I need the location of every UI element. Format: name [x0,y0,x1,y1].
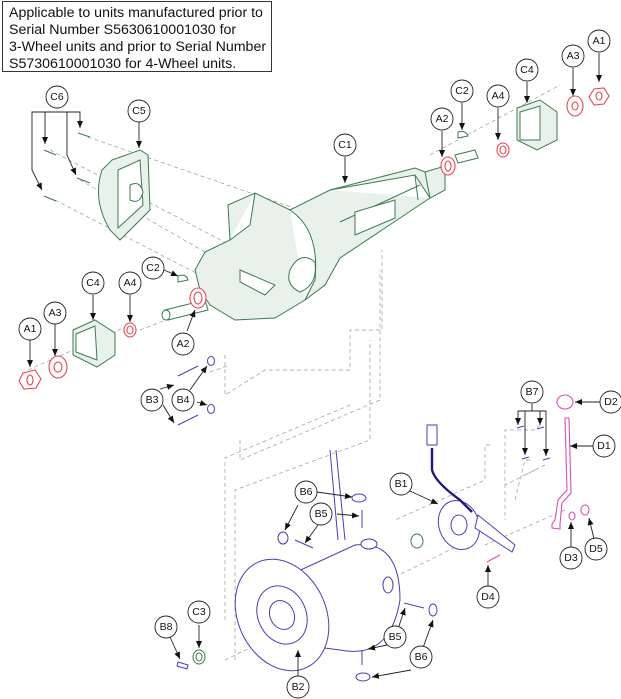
callout-a3-right: A3 [561,44,585,68]
callout-label: A1 [24,323,37,335]
applicability-note: Applicable to units manufactured prior t… [2,1,272,72]
callout-b5-top: B5 [309,502,333,526]
callout-b6-bottom: B6 [409,645,433,669]
callout-label: A2 [177,338,190,350]
part-d2-knob [556,394,574,410]
callout-b8: B8 [154,615,178,639]
part-b7-screws [516,425,551,461]
callout-c4-right: C4 [515,58,539,82]
callout-label: B2 [292,681,305,693]
callout-c3: C3 [187,600,211,624]
callout-label: C5 [132,105,146,117]
callout-a1-left: A1 [18,317,42,341]
part-a3-right-washer [566,95,584,117]
part-c4-left-hub [72,319,116,368]
callout-label: B3 [146,394,159,406]
callout-label: C2 [455,85,469,97]
callout-label: A3 [567,50,580,62]
part-c5-cover [97,149,151,241]
part-a4-right-retaining-ring [496,142,510,158]
callout-label: B7 [526,386,539,398]
callout-a4-right: A4 [486,84,510,108]
callout-b3: B3 [140,388,164,412]
callout-c1: C1 [333,133,357,157]
callout-label: B8 [160,621,173,633]
callout-d1: D1 [592,434,616,458]
callout-b4: B4 [171,388,195,412]
callout-label: A4 [124,277,137,289]
callout-label: C1 [338,139,352,151]
part-right-axle-shaft [440,131,479,176]
callout-a2-right: A2 [430,107,454,131]
callout-label: D1 [597,440,611,452]
note-line: Applicable to units manufactured prior t… [9,5,263,21]
part-a1-left-nut [18,369,42,390]
callout-label: D3 [564,552,578,564]
part-c1-transaxle-housing [194,165,446,321]
callout-label: D2 [604,396,618,408]
callout-label: A1 [593,35,606,47]
part-d5-nut [580,504,590,516]
part-b1-brake [426,424,516,553]
callout-b1: B1 [389,472,413,496]
callout-d3: D3 [559,546,583,570]
part-c3-coupling [192,533,424,665]
note-line: Serial Number S5630610001030 for [9,22,237,38]
part-c6-screws [43,132,91,202]
part-d1-release-lever [551,417,572,530]
callout-c6: C6 [45,85,69,109]
leader-lines [27,53,602,679]
callout-label: B6 [415,651,428,663]
callout-c2-left: C2 [141,256,165,280]
callout-label: C4 [520,64,534,76]
callout-c4-left: C4 [81,271,105,295]
callout-label: C6 [50,91,64,103]
part-b3-screws [177,365,199,426]
part-b2-motor [234,449,401,672]
part-b5-b6-top-hardware [277,493,367,549]
callout-label: B5 [389,631,402,643]
callout-a1-right: A1 [587,29,611,53]
callout-b5-bottom: B5 [383,625,407,649]
callout-label: D5 [589,543,603,555]
callout-label: B1 [395,478,408,490]
callout-label: C3 [192,606,206,618]
part-d4-screw [486,554,501,563]
callout-d4: D4 [476,585,500,609]
part-b4-washers [207,356,215,414]
callout-label: B6 [300,486,313,498]
part-c4-right-hub [516,99,558,151]
part-b8-key [176,661,189,670]
callout-label: D4 [481,591,495,603]
part-d3-washer [568,511,576,521]
callout-a2-left: A2 [171,332,195,356]
callout-a3-left: A3 [43,301,67,325]
callout-label: A2 [436,113,449,125]
callout-label: A3 [49,307,62,319]
callout-c2-right: C2 [450,79,474,103]
callout-label: B5 [315,508,328,520]
callout-b7: B7 [520,380,544,404]
callout-b6-top: B6 [294,480,318,504]
part-b5-b6-bottom-hardware [355,602,438,682]
part-a3-left-washer [48,355,68,379]
callout-a4-left: A4 [118,271,142,295]
callout-d5: D5 [584,537,608,561]
note-line: 3-Wheel units and prior to Serial Number [9,39,267,55]
part-a1-right-nut [588,87,610,106]
part-a4-left-retaining-ring [123,322,137,338]
part-left-axle-shaft [161,274,209,321]
callout-label: C2 [146,262,160,274]
callout-d2: D2 [599,390,621,414]
note-line: S5730610001030 for 4-Wheel units. [9,56,237,72]
callout-label: A4 [492,90,505,102]
callout-label: C4 [86,277,100,289]
callout-b2: B2 [286,675,310,699]
callout-c5: C5 [127,99,151,123]
callout-label: B4 [177,394,190,406]
